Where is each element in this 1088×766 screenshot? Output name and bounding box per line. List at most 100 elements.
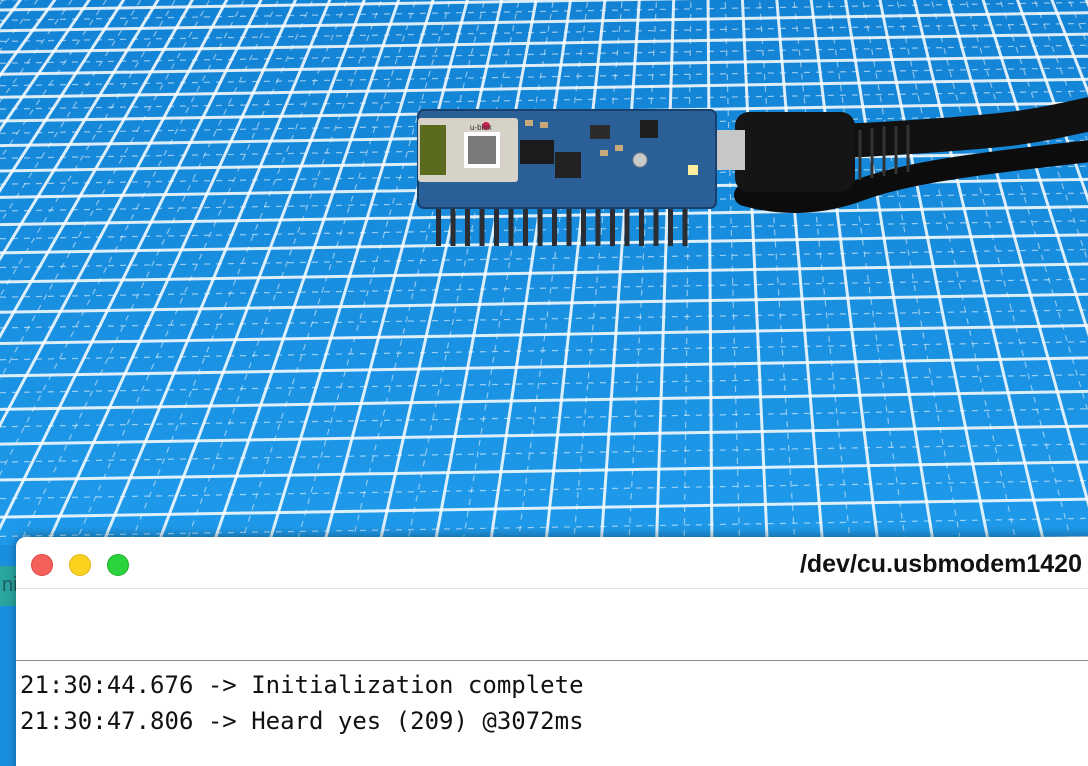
mat-grid-line [0,248,1088,269]
mat-grid-line [930,0,1073,545]
mat-grid-line [0,479,1088,500]
mat-grid-line [0,0,195,340]
serial-monitor-window: /dev/cu.usbmodem1420 21:30:44.676 -> Ini… [16,537,1088,766]
mat-grid-line [0,262,1088,284]
serial-output-line: 21:30:47.806 -> Heard yes (209) @3072ms [20,707,584,735]
header-pin [610,196,615,246]
mat-grid-line [862,0,962,545]
mat-grid-line [0,0,142,225]
mat-grid-line [1050,0,1088,96]
close-window-button[interactable] [31,554,53,576]
mat-grid-line [406,0,520,545]
header-pin [639,196,644,246]
mat-grid-line [0,54,1088,76]
header-pin [624,196,630,246]
header-pin [436,196,441,246]
module-label: u-blox [470,123,492,132]
mat-grid-line [295,0,451,545]
header-pin [494,196,499,246]
mat-grid-line [0,0,126,194]
mat-grid-line [0,389,1088,411]
window-title: /dev/cu.usbmodem1420 [799,550,1082,578]
mat-grid-line [351,0,486,545]
mat-grid-line [73,0,314,545]
background-app-window: ni [0,566,20,606]
mat-grid-line [156,0,366,545]
mat-grid-line [981,0,1088,337]
mat-grid-line [18,0,279,545]
header-pin [508,196,514,246]
mat-grid-line [0,32,1088,54]
mat-grid-line [0,0,229,429]
mat-grid-line [740,0,769,545]
mat-grid-line [844,0,936,545]
header-pin [537,196,543,246]
mat-grid-line [947,0,1088,508]
usb-cable [700,97,1088,213]
mat-grid-line [377,0,504,545]
mat-grid-line [0,11,1088,33]
mat-grid-line [0,443,1088,463]
serial-output-line: 21:30:44.676 -> Initialization complete [20,671,584,699]
mat-grid-line [0,497,1088,519]
mat-grid-line [266,0,435,545]
mat-grid-line [878,0,991,545]
mat-grid-line [45,0,298,545]
mat-grid-line [0,278,1088,298]
mat-grid-line [433,0,538,545]
background-app-text: ni [2,574,18,596]
mat-grid-line [0,408,1088,428]
header-pin [668,196,673,246]
mat-grid-line [0,0,160,262]
mat-grid-line [544,0,607,545]
mat-grid-line [0,0,696,12]
serial-send-input[interactable] [16,589,1088,660]
header-pin [450,196,456,246]
window-titlebar[interactable]: /dev/cu.usbmodem1420 [16,537,1088,589]
header-pin [552,196,557,246]
mat-grid-line [184,0,383,545]
mat-grid-line [0,220,1088,240]
mat-grid-line [809,0,880,545]
mat-grid-line [0,517,1088,537]
header-pin [581,196,586,246]
mat-grid-line [706,0,714,545]
header-pin [479,196,485,246]
mat-grid-line [0,424,1088,446]
mat-grid-line [599,0,641,545]
header-pin [523,196,528,246]
mat-grid-line [211,0,401,545]
mat-grid-line [0,374,1088,394]
mat-grid-line [0,0,263,532]
mat-grid-line [654,0,676,545]
arduino-board: u-blox [417,109,717,209]
send-bar [16,589,1088,661]
minimize-window-button[interactable] [69,554,91,576]
mat-grid-line [322,0,469,545]
mat-grid-line [0,356,1088,378]
mat-grid-line [1015,0,1088,204]
mat-grid-line [0,460,1088,482]
header-pin [682,196,688,246]
photo-scene: u-blox [0,0,1088,545]
header-pin [595,196,601,246]
mat-grid-line [0,205,1088,227]
mat-grid-line [912,0,1046,545]
mat-grid-line [0,77,1088,99]
mat-grid-line [488,0,573,545]
serial-output-area[interactable]: 21:30:44.676 -> Initialization complete … [16,661,1088,739]
mat-grid-line [0,324,1088,346]
camera-photo: u-blox [0,0,1088,545]
mat-grid-line [775,0,825,545]
mat-grid-line [0,22,1088,43]
mat-grid-line [0,292,1088,314]
mat-grid-line [999,0,1088,264]
mat-grid-line [1034,0,1088,145]
zoom-window-button[interactable] [107,554,129,576]
header-pin [653,196,659,246]
mat-grid-line [0,0,211,381]
mat-grid-line [0,0,176,298]
header-pin [465,196,470,246]
mat-grid-line [0,90,1088,110]
